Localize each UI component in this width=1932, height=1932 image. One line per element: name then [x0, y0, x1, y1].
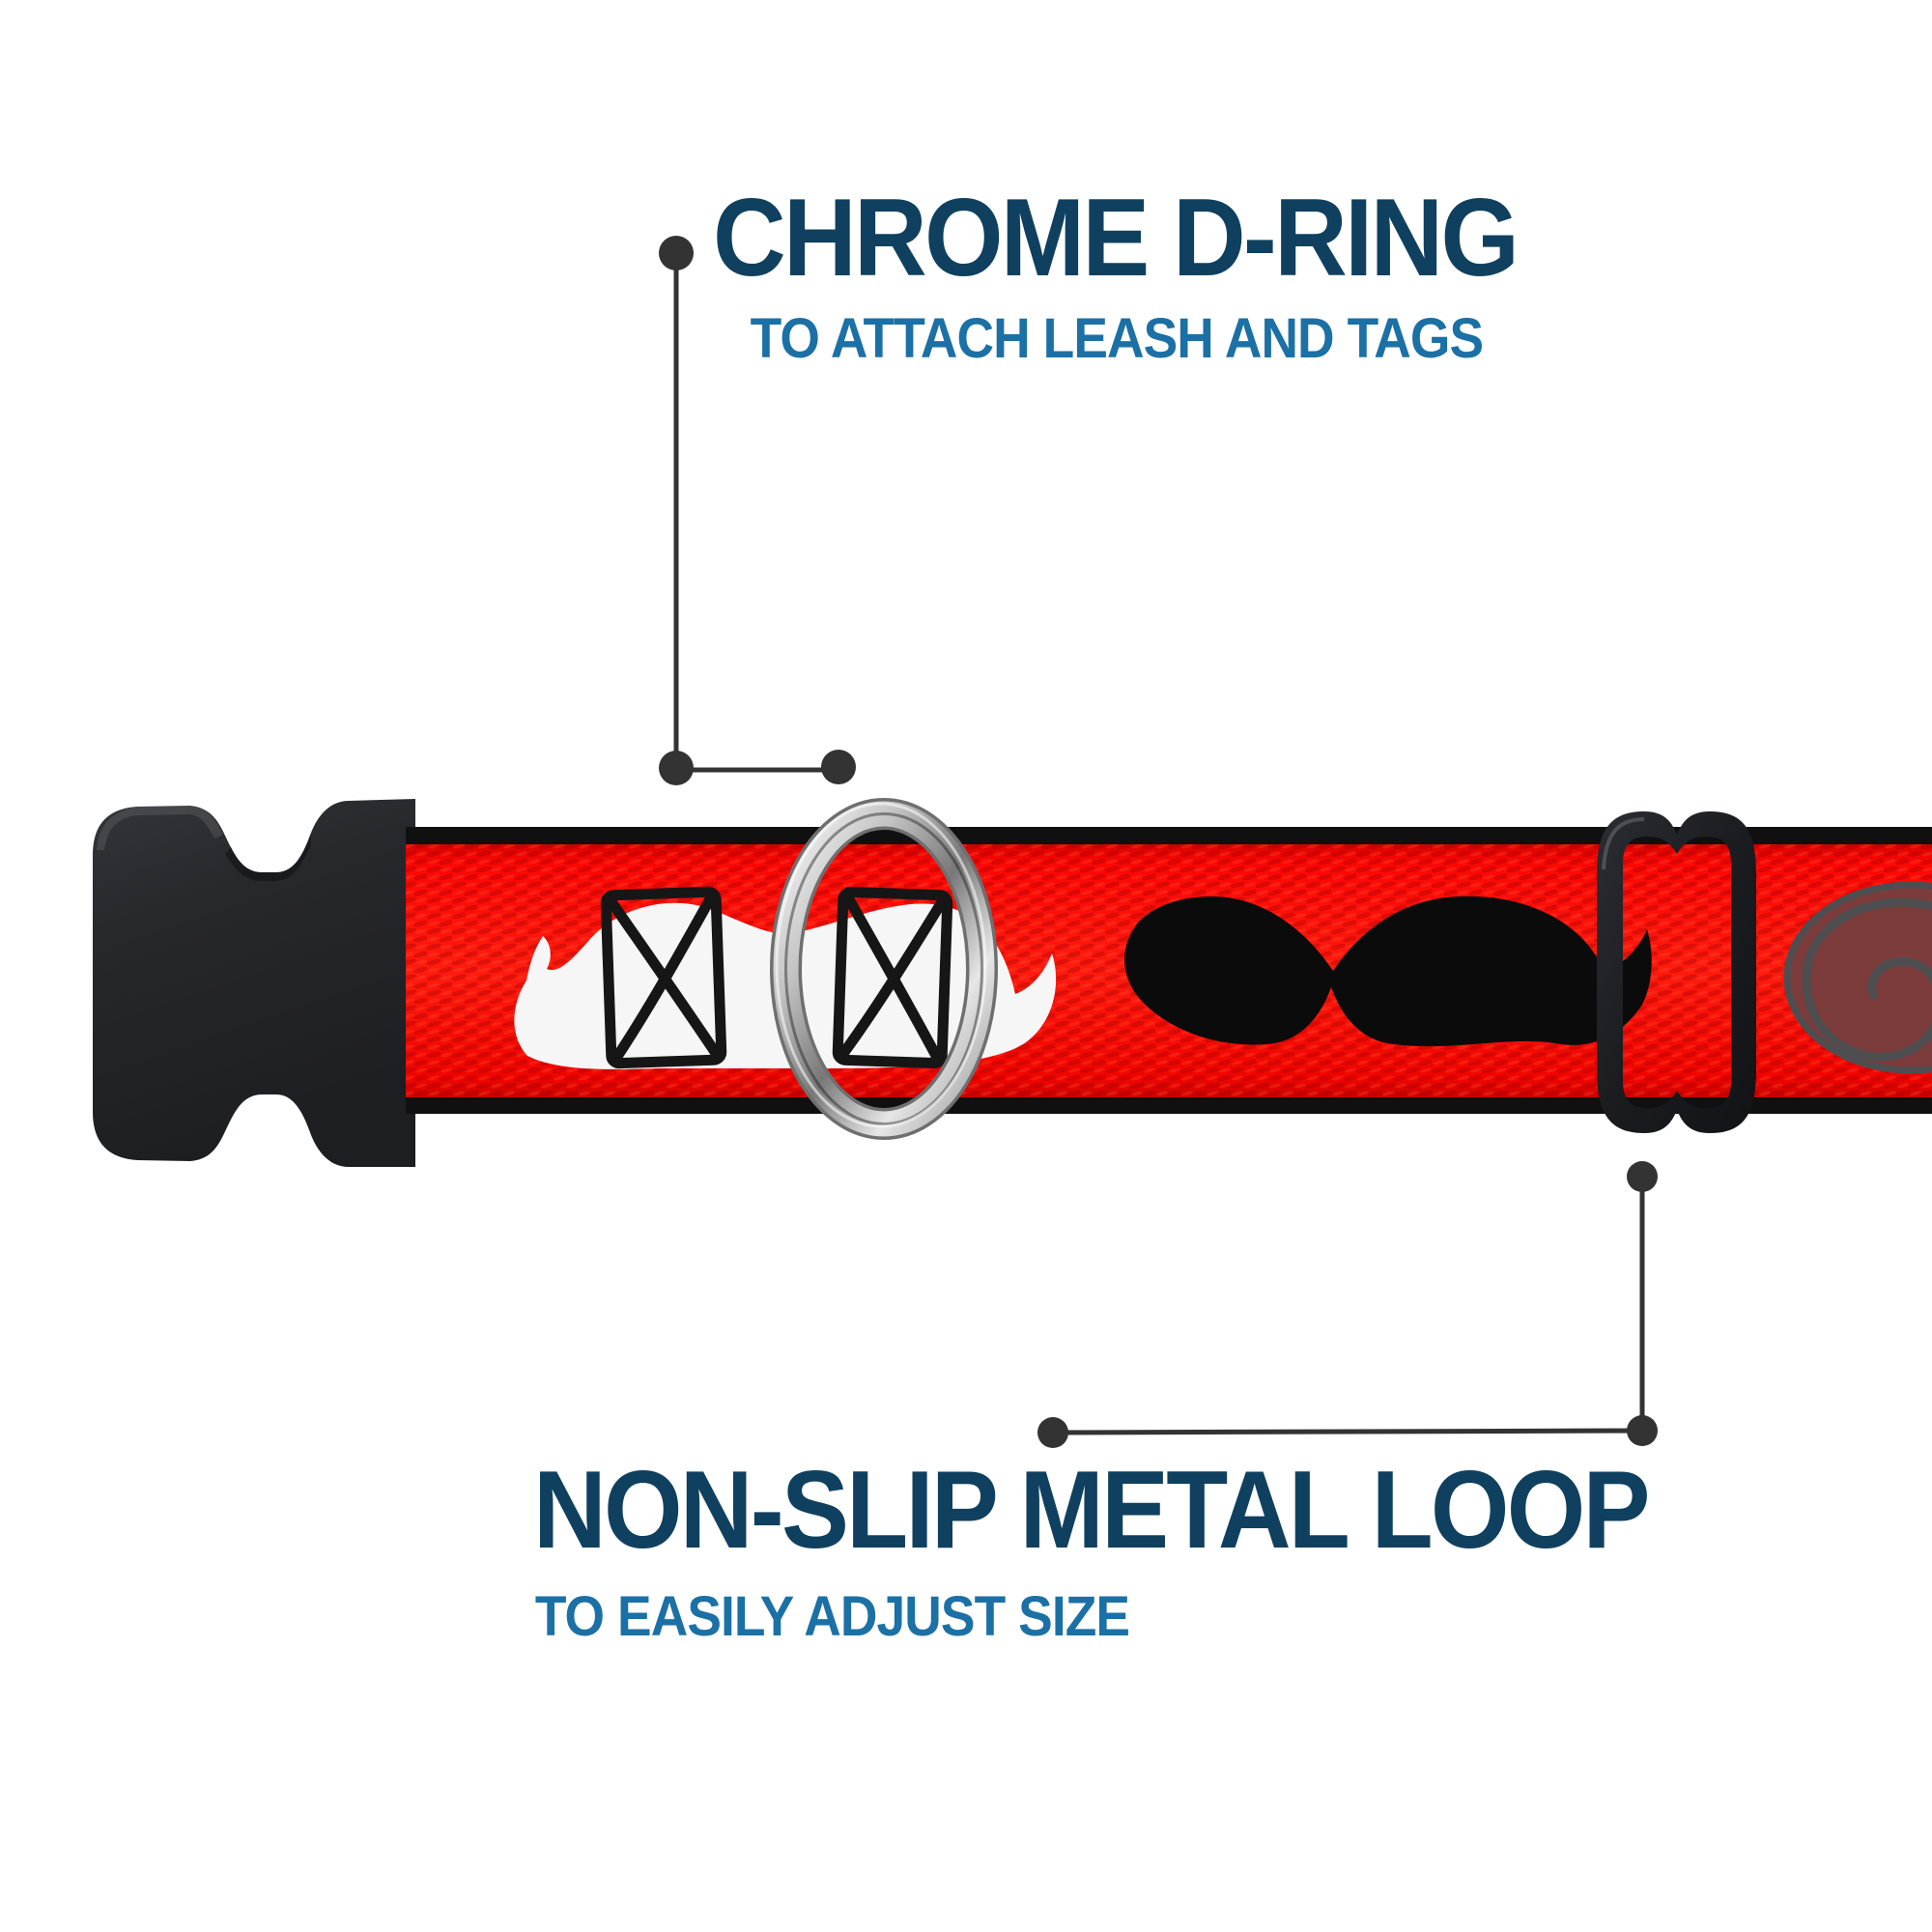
metal-loop-slider: [1597, 811, 1756, 1133]
callout-metal-loop: NON-SLIP METAL LOOP TO EASILY ADJUST SIZ…: [533, 1449, 1650, 1649]
callout-dot: [821, 750, 856, 784]
callout-subtitle: TO ATTACH LEASH AND TAGS: [750, 307, 1484, 371]
callout-top-connector: [659, 236, 856, 785]
callout-dot: [659, 236, 694, 270]
maroon-mustache-curl: [1783, 881, 1932, 1074]
black-mustache-graphic: [1124, 895, 1652, 1047]
callout-lines: [659, 236, 1658, 1448]
crossed-box-right: [832, 886, 953, 1069]
buckle-notch-shadow: [225, 833, 311, 881]
callout-dot: [1037, 1417, 1068, 1448]
buckle-top-highlight: [97, 806, 223, 850]
plastic-buckle: [93, 799, 415, 1167]
chrome-d-ring: [770, 798, 998, 1140]
crossed-box-left: [600, 886, 727, 1069]
callout-title: NON-SLIP METAL LOOP: [533, 1449, 1650, 1572]
callout-title: CHROME D-RING: [713, 177, 1520, 299]
callout-dot: [1627, 1161, 1658, 1192]
callout-subtitle: TO EASILY ADJUST SIZE: [534, 1585, 1130, 1649]
callout-chrome-d-ring: CHROME D-RING TO ATTACH LEASH AND TAGS: [713, 177, 1520, 371]
callout-bottom-connector: [1037, 1161, 1658, 1448]
buckle-body: [93, 799, 415, 1167]
